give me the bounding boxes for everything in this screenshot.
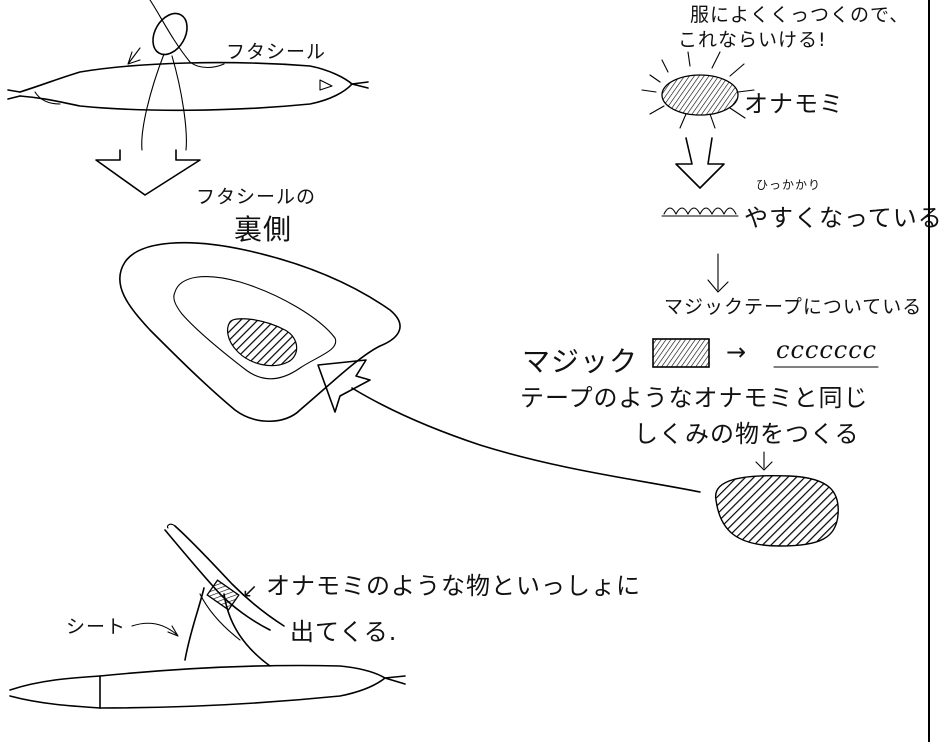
right-border [928, 0, 930, 742]
right-arrow-icon: → [726, 338, 748, 366]
peeled-seal [127, 0, 225, 69]
pointer-lines [141, 53, 187, 151]
sheet-arrow [131, 622, 179, 637]
corner-arrow-icon: ↙ [242, 580, 259, 602]
curved-arrow [317, 359, 701, 493]
magic-tape-swatch [652, 338, 710, 368]
label-onamomi: オナモミ [744, 90, 844, 118]
middle-line2: しくみの物をつくる [634, 420, 860, 448]
top-pouch [7, 61, 369, 112]
arrow-to-magic [707, 253, 729, 293]
label-magic: マジック [522, 345, 639, 378]
label-loops: ccccccc [776, 336, 878, 364]
bottom-note-line1: オナモミのような物といっしょに [266, 572, 641, 600]
label-futa-seal: フタシール [226, 41, 327, 63]
burr-pad [715, 474, 839, 547]
label-urakawa: 裏側 [234, 213, 293, 246]
seal-back-outline [119, 241, 401, 422]
middle-line1: テープのようなオナモミと同じ [520, 384, 869, 412]
label-futa-seal-no: フタシールの [196, 186, 317, 208]
small-down-arrow [675, 137, 725, 189]
hook-strip [661, 207, 739, 217]
burr-drawing [641, 51, 755, 129]
top-note-line1: 服によくくっつくので、 [690, 4, 910, 26]
big-down-arrow [95, 149, 201, 196]
rising-seal [164, 523, 285, 667]
label-sheet: シート [66, 616, 127, 638]
label-hikkakari-small: ひっかかり [756, 178, 822, 192]
label-hikkakari-main: やすくなっている [744, 204, 940, 232]
top-note-line2: これならいける! [678, 29, 827, 51]
bottom-note-line2: 出てくる. [290, 618, 398, 646]
label-magic-tape-note: マジックテープについている [664, 296, 923, 318]
arrow-to-pad [755, 451, 773, 471]
bottom-pouch [9, 664, 406, 709]
